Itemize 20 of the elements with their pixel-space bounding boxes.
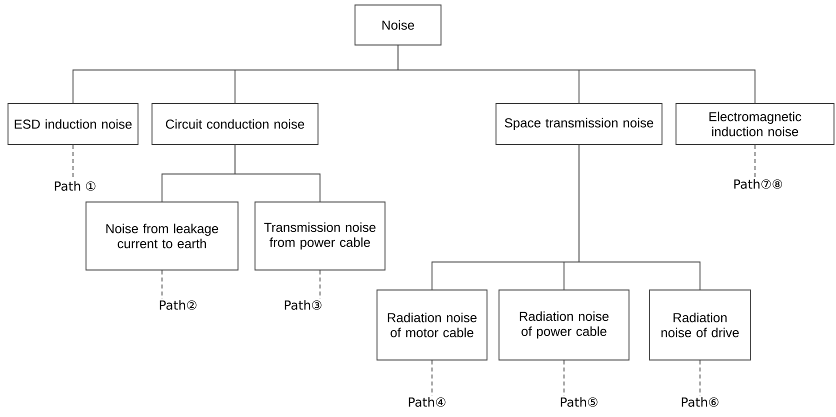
path-label: Path⑥	[682, 397, 718, 407]
path-label: Path②	[160, 300, 196, 310]
tree-connector	[578, 144, 700, 290]
tree-connector	[234, 144, 320, 202]
noise-box: Circuit conduction noise	[152, 103, 318, 145]
path-label: Path ①	[54, 181, 96, 191]
noise-box: Radiation noise of motor cable	[376, 290, 488, 360]
noise-box: ESD induction noise	[8, 103, 138, 145]
noise-box: Radiation noise of drive	[649, 290, 751, 360]
noise-box: Transmission noise from power cable	[254, 202, 386, 270]
noise-box: Radiation noise of power cable	[498, 290, 630, 360]
path-label: Path④	[408, 397, 446, 407]
path-label: Path⑦⑧	[734, 179, 782, 189]
noise-box: Space transmission noise	[496, 103, 662, 145]
noise-box: Noise	[354, 4, 442, 46]
path-label: Path⑤	[560, 397, 598, 407]
path-label: Path③	[284, 300, 322, 310]
noise-box: Electromagnetic induction noise	[676, 103, 834, 145]
noise-box: Noise from leakage current to earth	[86, 202, 238, 270]
dashed-line	[754, 144, 756, 178]
